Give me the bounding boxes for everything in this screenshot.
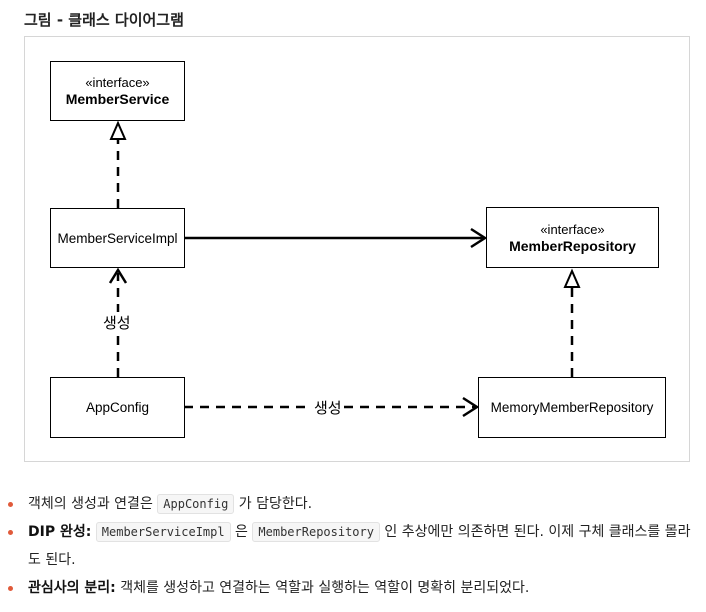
- class-member-service-impl: MemberServiceImpl: [50, 208, 185, 268]
- code-member-service-impl: MemberServiceImpl: [95, 522, 231, 542]
- create-arrowhead-horizontal: [462, 396, 480, 418]
- edge-label-create-vertical: 생성: [101, 312, 133, 333]
- note-text: 은: [230, 524, 253, 540]
- bullet-icon: [8, 586, 13, 591]
- summary-list: 객체의 생성과 연결은 AppConfig 가 담당한다. DIP 완성: Me…: [0, 490, 706, 602]
- class-diagram: «interface» MemberService MemberServiceI…: [24, 36, 690, 462]
- class-app-config: AppConfig: [50, 377, 185, 438]
- note-heading: DIP 완성:: [28, 524, 92, 540]
- figure-title: 그림 - 클래스 다이어그램: [24, 11, 184, 29]
- note-text: 인 추상에만 의존하면 된다. 이제 구체 클래스를 몰라도 된다.: [28, 524, 691, 568]
- class-name: MemoryMemberRepository: [490, 400, 654, 415]
- class-name: MemberServiceImpl: [57, 230, 178, 246]
- edge-label-create-horizontal: 생성: [312, 397, 344, 418]
- list-item: DIP 완성: MemberServiceImpl 은 MemberReposi…: [0, 518, 706, 574]
- bullet-icon: [8, 530, 13, 535]
- realization-arrowhead-2: [563, 268, 581, 288]
- note-text: 객체를 생성하고 연결하는 역할과 실행하는 역할이 명확히 분리되었다.: [115, 580, 530, 596]
- class-name: MemberRepository: [509, 237, 636, 254]
- class-name: AppConfig: [85, 400, 150, 415]
- code-member-repository: MemberRepository: [252, 522, 380, 542]
- class-member-service: «interface» MemberService: [50, 61, 185, 121]
- stereotype-label: «interface»: [85, 75, 150, 90]
- realization-arrowhead: [109, 120, 127, 140]
- stereotype-label: «interface»: [540, 221, 605, 237]
- note-heading: 관심사의 분리:: [28, 580, 116, 596]
- create-arrowhead-vertical: [108, 267, 128, 284]
- note-text: 가 담당한다.: [234, 496, 313, 512]
- bullet-icon: [8, 502, 13, 507]
- note-text: 객체의 생성과 연결은: [28, 496, 158, 512]
- class-name: MemberService: [65, 91, 170, 107]
- code-appconfig: AppConfig: [157, 494, 235, 514]
- association-arrowhead: [470, 227, 488, 249]
- class-memory-member-repository: MemoryMemberRepository: [478, 377, 666, 438]
- list-item: 관심사의 분리: 객체를 생성하고 연결하는 역할과 실행하는 역할이 명확히 …: [0, 574, 706, 602]
- class-member-repository: «interface» MemberRepository: [486, 207, 659, 268]
- list-item: 객체의 생성과 연결은 AppConfig 가 담당한다.: [0, 490, 706, 518]
